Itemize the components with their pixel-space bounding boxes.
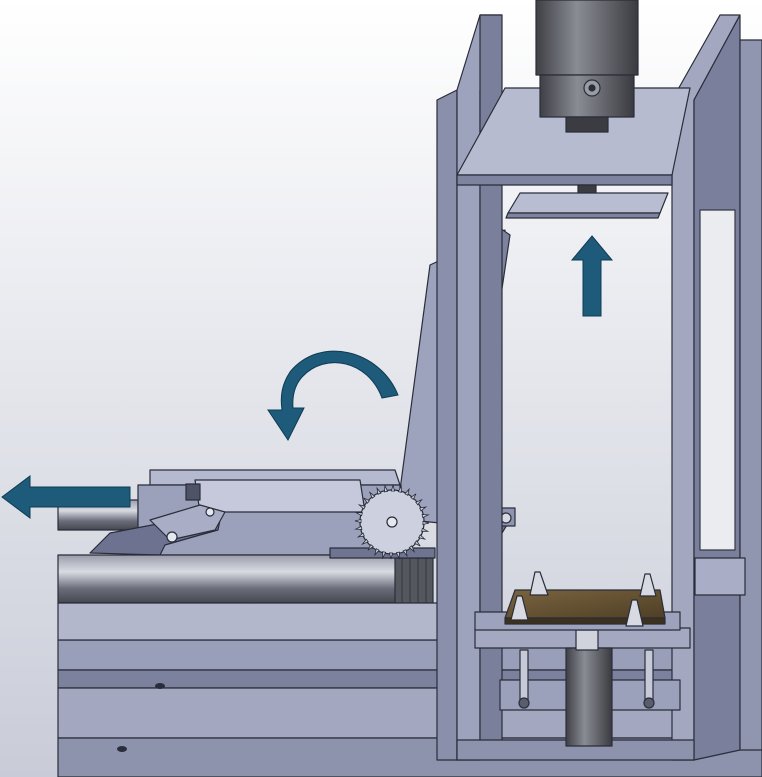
lift-up-arrow — [570, 235, 614, 317]
gear-tooth — [395, 551, 400, 560]
gear-tooth — [390, 484, 396, 492]
gear-tooth — [421, 527, 430, 532]
gear-tooth — [354, 512, 363, 517]
gear-tooth — [356, 532, 365, 538]
gear-tooth — [413, 540, 421, 547]
gear-tooth — [402, 549, 408, 558]
gear-tooth — [408, 545, 416, 553]
gear-tooth — [357, 504, 366, 510]
gear-tooth — [410, 493, 417, 501]
wood-board — [474, 571, 681, 631]
gear-tooth — [404, 487, 410, 496]
gear-tooth — [384, 484, 389, 493]
gear-tooth — [397, 484, 402, 493]
eject-left-arrow — [1, 475, 131, 519]
gear-tooth — [418, 534, 427, 540]
gear-tooth — [354, 518, 362, 524]
gear-tooth — [382, 551, 387, 560]
rotate-arm-arrow — [267, 350, 399, 441]
gear-tooth — [361, 538, 369, 546]
gear-tooth — [354, 525, 363, 530]
main-frame — [436, 14, 762, 761]
gear-tooth — [363, 497, 371, 504]
gear-tooth — [388, 552, 394, 560]
gear-tooth — [374, 548, 380, 557]
feed-roller — [57, 554, 439, 641]
gear-tooth — [367, 543, 374, 551]
lift-cylinder — [518, 629, 655, 747]
gear-tooth — [376, 486, 382, 495]
top-actuator — [535, 0, 639, 202]
press-plate — [505, 192, 669, 219]
gear-tooth — [419, 506, 428, 512]
gear-tooth — [368, 491, 376, 499]
gear-tooth — [421, 514, 430, 519]
gear-tooth — [422, 520, 430, 526]
gear-tooth — [415, 498, 423, 506]
spur-gear — [354, 484, 430, 560]
